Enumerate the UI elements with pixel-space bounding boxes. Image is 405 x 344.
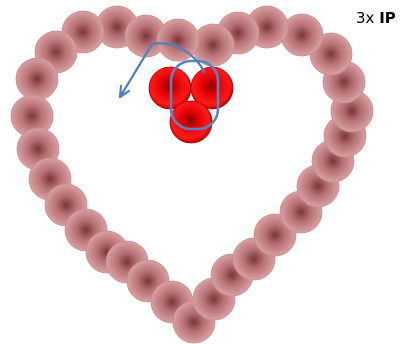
pink-bead (16, 58, 58, 100)
pink-bead (157, 19, 199, 61)
red-sphere-cluster (149, 67, 233, 143)
